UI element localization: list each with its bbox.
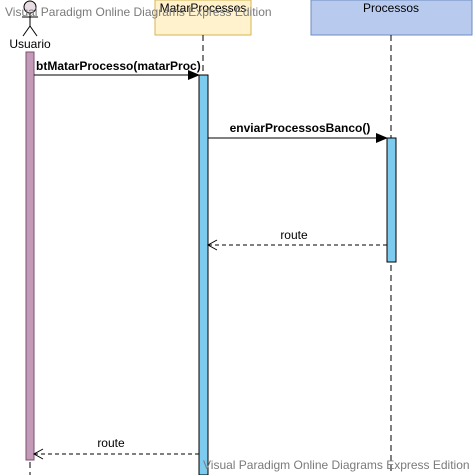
message-btmatarprocesso-label: btMatarProcesso(matarProc)	[36, 59, 201, 73]
return-route-processos[interactable]: route	[206, 228, 387, 251]
watermark-bottom: Visual Paradigm Online Diagrams Express …	[203, 458, 470, 472]
message-btmatarprocesso[interactable]: btMatarProcesso(matarProc)	[34, 59, 201, 80]
return-route-processos-arrowhead-icon	[206, 239, 218, 251]
return-route-usuario[interactable]: route	[32, 436, 199, 460]
lifeline-matarprocessos-label: MatarProcessos	[160, 1, 247, 15]
activation-bar-matarprocessos[interactable]	[198, 74, 209, 475]
actor-stick-figure-icon	[22, 0, 38, 37]
message-enviarprocessosbanco[interactable]: enviarProcessosBanco()	[208, 121, 388, 143]
lifeline-matarprocessos-header[interactable]	[154, 0, 252, 36]
lifeline-processos-label: Processos	[363, 1, 419, 15]
watermark-top: Visual Paradigm Online Diagrams Express …	[5, 5, 272, 19]
actor-usuario-label: Usuario	[9, 37, 51, 51]
return-route-usuario-label: route	[97, 436, 125, 450]
activation-bar-usuario[interactable]	[25, 51, 35, 461]
return-route-usuario-arrowhead-icon	[32, 448, 44, 460]
return-route-processos-label: route	[280, 228, 308, 242]
activation-bar-processos[interactable]	[386, 137, 397, 263]
message-enviarprocessosbanco-label: enviarProcessosBanco()	[230, 121, 371, 135]
